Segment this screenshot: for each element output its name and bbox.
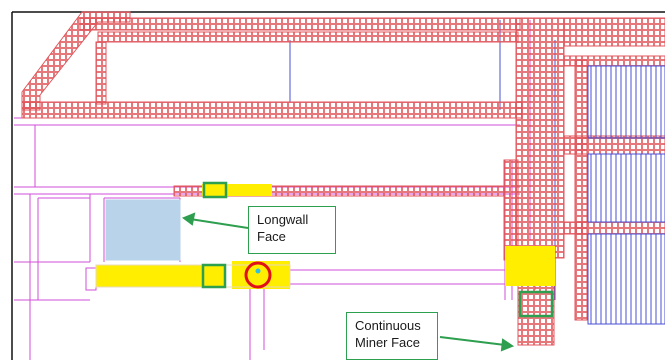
marker-miner	[518, 290, 554, 318]
longwall-label-line2: Face	[257, 229, 286, 244]
location-markers	[201, 181, 554, 318]
location-dot	[255, 268, 261, 274]
miner-label-line2: Miner Face	[355, 335, 421, 350]
entry-grid	[21, 11, 665, 346]
longwall-face-callout: Longwall Face	[248, 206, 336, 254]
longwall-label-line1: Longwall	[257, 212, 309, 227]
continuous-miner-callout: Continuous Miner Face	[346, 312, 438, 360]
red-circle-marker	[244, 261, 272, 289]
marker-tailgate	[202, 181, 228, 199]
miner-label-line1: Continuous	[355, 318, 421, 333]
gob-areas	[587, 65, 665, 325]
marker-headgate	[201, 263, 227, 289]
longwall-face-panel	[105, 199, 181, 261]
callout-arrows	[181, 212, 515, 352]
face-entry-outline	[95, 264, 291, 288]
